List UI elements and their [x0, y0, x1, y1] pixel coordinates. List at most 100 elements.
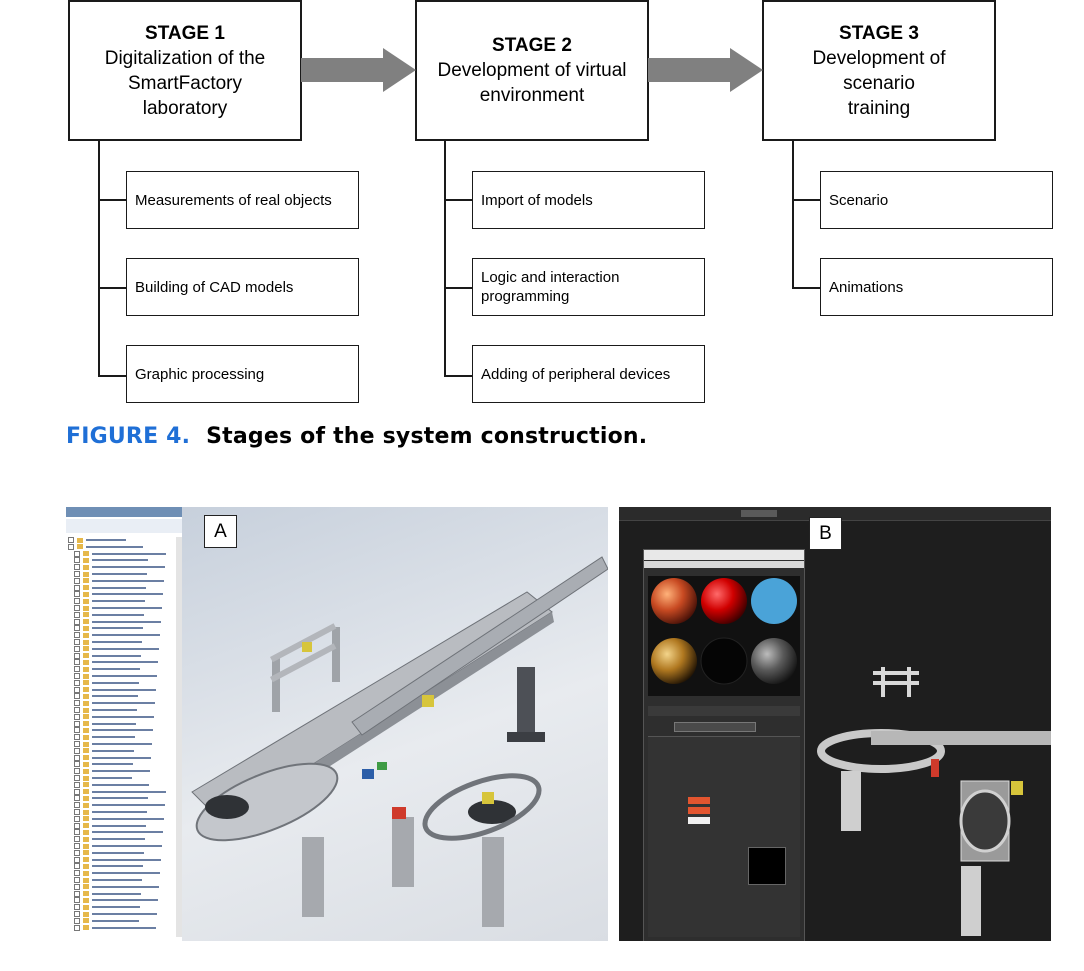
model-browser-row[interactable] [74, 897, 158, 904]
model-browser-row[interactable] [74, 809, 147, 815]
model-browser-row[interactable] [74, 659, 158, 666]
model-browser-row[interactable] [74, 904, 140, 911]
model-browser-row[interactable] [74, 700, 155, 707]
expand-toggle-icon[interactable] [74, 904, 80, 911]
expand-toggle-icon[interactable] [74, 577, 80, 584]
model-browser-row[interactable] [74, 754, 151, 761]
model-browser-row[interactable] [74, 775, 132, 781]
expand-toggle-icon[interactable] [74, 883, 80, 890]
expand-toggle-icon[interactable] [68, 537, 74, 543]
expand-toggle-icon[interactable] [74, 788, 80, 795]
model-browser-row[interactable] [74, 618, 161, 625]
expand-toggle-icon[interactable] [74, 666, 80, 673]
model-browser-row[interactable] [74, 625, 143, 632]
model-browser-row[interactable] [68, 537, 126, 543]
expand-toggle-icon[interactable] [74, 618, 80, 625]
model-browser-row[interactable] [74, 639, 142, 645]
expand-toggle-icon[interactable] [74, 768, 80, 775]
expand-toggle-icon[interactable] [74, 822, 80, 829]
expand-toggle-icon[interactable] [74, 686, 80, 693]
expand-toggle-icon[interactable] [74, 713, 80, 720]
expand-toggle-icon[interactable] [74, 849, 80, 856]
expand-toggle-icon[interactable] [74, 632, 80, 639]
expand-toggle-icon[interactable] [74, 747, 80, 754]
expand-toggle-icon[interactable] [74, 890, 80, 897]
specular-color-swatch[interactable] [688, 817, 710, 824]
expand-toggle-icon[interactable] [74, 775, 80, 781]
expand-toggle-icon[interactable] [74, 761, 80, 768]
expand-toggle-icon[interactable] [74, 795, 80, 802]
expand-toggle-icon[interactable] [74, 611, 80, 618]
model-browser-row[interactable] [74, 673, 157, 679]
expand-toggle-icon[interactable] [74, 815, 80, 822]
expand-toggle-icon[interactable] [74, 897, 80, 904]
model-browser-row[interactable] [74, 605, 162, 611]
expand-toggle-icon[interactable] [74, 700, 80, 707]
model-browser-row[interactable] [74, 720, 136, 727]
model-browser-row[interactable] [74, 849, 144, 856]
model-browser-row[interactable] [74, 877, 142, 883]
model-browser-row[interactable] [74, 829, 163, 836]
expand-toggle-icon[interactable] [74, 659, 80, 666]
model-browser-row[interactable] [74, 890, 141, 897]
expand-toggle-icon[interactable] [74, 584, 80, 591]
model-browser-row[interactable] [74, 768, 150, 775]
model-browser-row[interactable] [74, 679, 139, 686]
ambient-color-swatch[interactable] [688, 807, 710, 814]
expand-toggle-icon[interactable] [74, 720, 80, 727]
model-browser-row[interactable] [74, 557, 148, 564]
expand-toggle-icon[interactable] [74, 591, 80, 598]
expand-toggle-icon[interactable] [74, 625, 80, 632]
expand-toggle-icon[interactable] [74, 550, 80, 557]
expand-toggle-icon[interactable] [74, 639, 80, 645]
model-browser-row[interactable] [74, 870, 160, 877]
expand-toggle-icon[interactable] [74, 707, 80, 713]
expand-toggle-icon[interactable] [74, 829, 80, 836]
expand-toggle-icon[interactable] [74, 781, 80, 788]
expand-toggle-icon[interactable] [74, 843, 80, 849]
model-browser-row[interactable] [74, 863, 143, 870]
diffuse-color-swatch[interactable] [688, 797, 710, 804]
model-browser-row[interactable] [74, 707, 137, 713]
expand-toggle-icon[interactable] [74, 679, 80, 686]
expand-toggle-icon[interactable] [74, 870, 80, 877]
model-browser-row[interactable] [74, 611, 144, 618]
model-browser-row[interactable] [74, 924, 156, 931]
model-browser-row[interactable] [74, 550, 166, 557]
expand-toggle-icon[interactable] [74, 924, 80, 931]
model-browser-row[interactable] [74, 686, 156, 693]
model-browser-row[interactable] [74, 666, 140, 673]
expand-toggle-icon[interactable] [74, 856, 80, 863]
expand-toggle-icon[interactable] [74, 809, 80, 815]
expand-toggle-icon[interactable] [74, 673, 80, 679]
model-browser-row[interactable] [74, 836, 145, 843]
model-browser-row[interactable] [74, 761, 133, 768]
model-browser-row[interactable] [74, 727, 153, 734]
expand-toggle-icon[interactable] [74, 557, 80, 564]
expand-toggle-icon[interactable] [74, 877, 80, 883]
model-browser-row[interactable] [74, 645, 159, 652]
model-browser-row[interactable] [68, 543, 143, 550]
model-browser-row[interactable] [74, 571, 147, 577]
expand-toggle-icon[interactable] [68, 543, 74, 550]
model-browser-row[interactable] [74, 822, 146, 829]
material-name-field[interactable] [674, 722, 756, 732]
expand-toggle-icon[interactable] [74, 727, 80, 734]
expand-toggle-icon[interactable] [74, 917, 80, 924]
model-browser-row[interactable] [74, 843, 162, 849]
model-browser-row[interactable] [74, 795, 148, 802]
expand-toggle-icon[interactable] [74, 754, 80, 761]
model-browser-row[interactable] [74, 652, 141, 659]
expand-toggle-icon[interactable] [74, 693, 80, 700]
expand-toggle-icon[interactable] [74, 652, 80, 659]
expand-toggle-icon[interactable] [74, 863, 80, 870]
model-browser-row[interactable] [74, 713, 154, 720]
editor-tab-active[interactable] [741, 510, 777, 517]
model-browser-row[interactable] [74, 911, 157, 917]
model-browser-row[interactable] [74, 591, 163, 598]
model-browser-row[interactable] [74, 577, 164, 584]
model-browser-row[interactable] [74, 693, 138, 700]
model-browser-scrollbar[interactable] [176, 537, 182, 937]
model-browser-row[interactable] [74, 734, 135, 741]
model-browser-row[interactable] [74, 564, 165, 571]
